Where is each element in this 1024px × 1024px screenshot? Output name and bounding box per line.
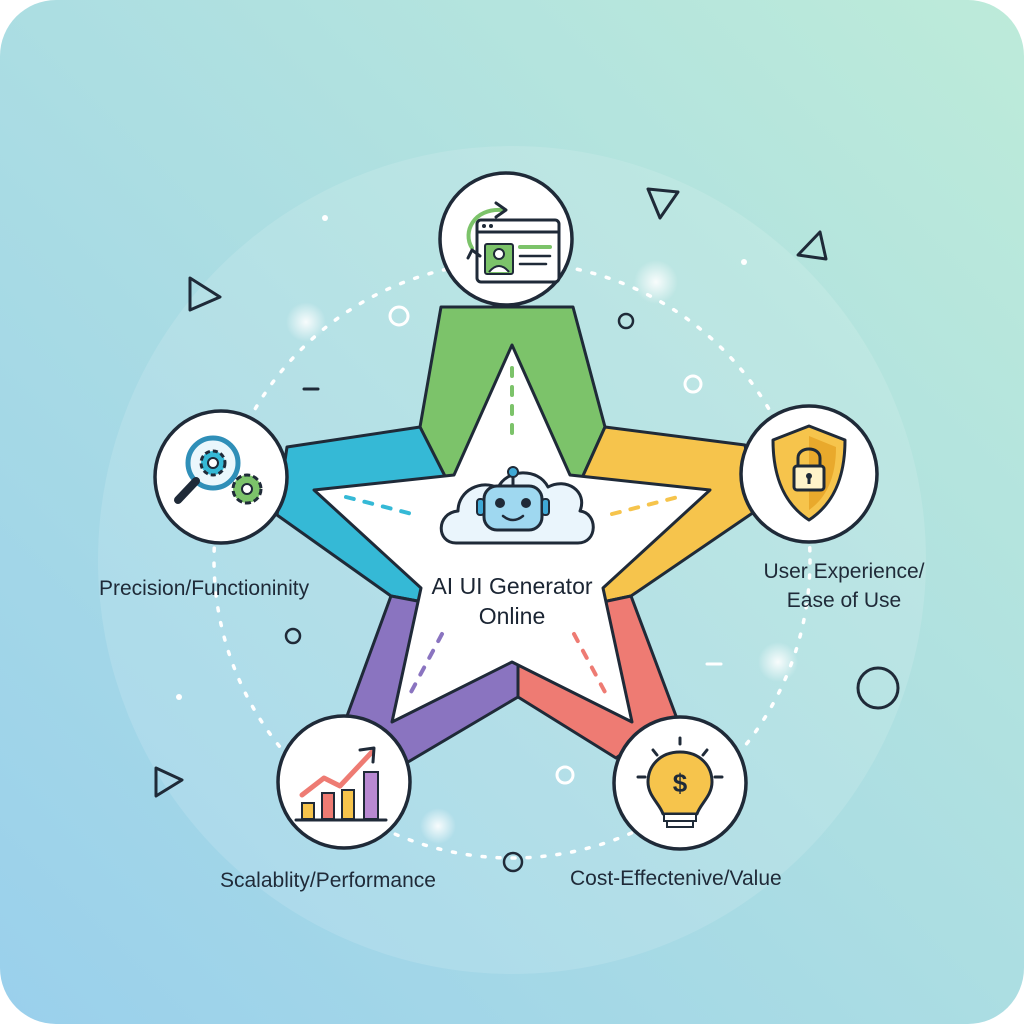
decor-ring xyxy=(683,374,703,394)
decor-dot xyxy=(322,215,328,221)
spoke-left xyxy=(344,495,414,516)
label-user-experience-line1: User Experience/ xyxy=(763,560,925,583)
center-title-line2: Online xyxy=(478,603,546,629)
decor-ring xyxy=(502,851,524,873)
decor-dot xyxy=(741,259,747,265)
spoke-bottom-right xyxy=(572,632,608,696)
label-user-experience-line2: Ease of Use xyxy=(786,589,902,612)
node-left xyxy=(153,409,289,545)
label-precision: Precision/Functioninity xyxy=(99,577,310,600)
dotted-orbit xyxy=(212,260,812,860)
growth-chart-icon xyxy=(294,746,388,822)
decor-ring xyxy=(555,765,575,785)
node-right xyxy=(739,404,879,544)
decor-triangle xyxy=(646,187,680,220)
decor-ring xyxy=(284,627,302,645)
center-title-line1: AI UI Generator xyxy=(431,573,593,599)
label-scalability: Scalablity/Performance xyxy=(220,869,436,892)
decor-triangle xyxy=(188,276,222,312)
spoke-bottom-left xyxy=(408,632,444,696)
svg-text:$: $ xyxy=(673,768,688,798)
ui-profile-window-icon xyxy=(466,201,561,284)
node-top xyxy=(438,171,574,307)
decor-ring xyxy=(388,305,410,327)
label-cost-effective: Cost-Effectenive/Value xyxy=(570,867,782,890)
robot-cloud-icon xyxy=(439,466,595,545)
shield-lock-icon xyxy=(771,424,847,522)
decor-triangle xyxy=(796,230,828,261)
decor-ring xyxy=(617,312,635,330)
spoke-right xyxy=(610,495,680,516)
lightbulb-dollar-icon: $ xyxy=(636,736,724,828)
decor-dot xyxy=(176,694,182,700)
decor-ring xyxy=(856,666,900,710)
sparkle xyxy=(634,260,678,304)
node-bottom-left xyxy=(276,714,412,850)
node-bottom-right: $ xyxy=(612,715,748,851)
sparkle xyxy=(420,808,456,844)
magnifier-gear-icon xyxy=(174,435,263,505)
sparkle xyxy=(758,642,798,682)
sparkle xyxy=(286,302,326,342)
decor-triangle xyxy=(154,766,184,798)
